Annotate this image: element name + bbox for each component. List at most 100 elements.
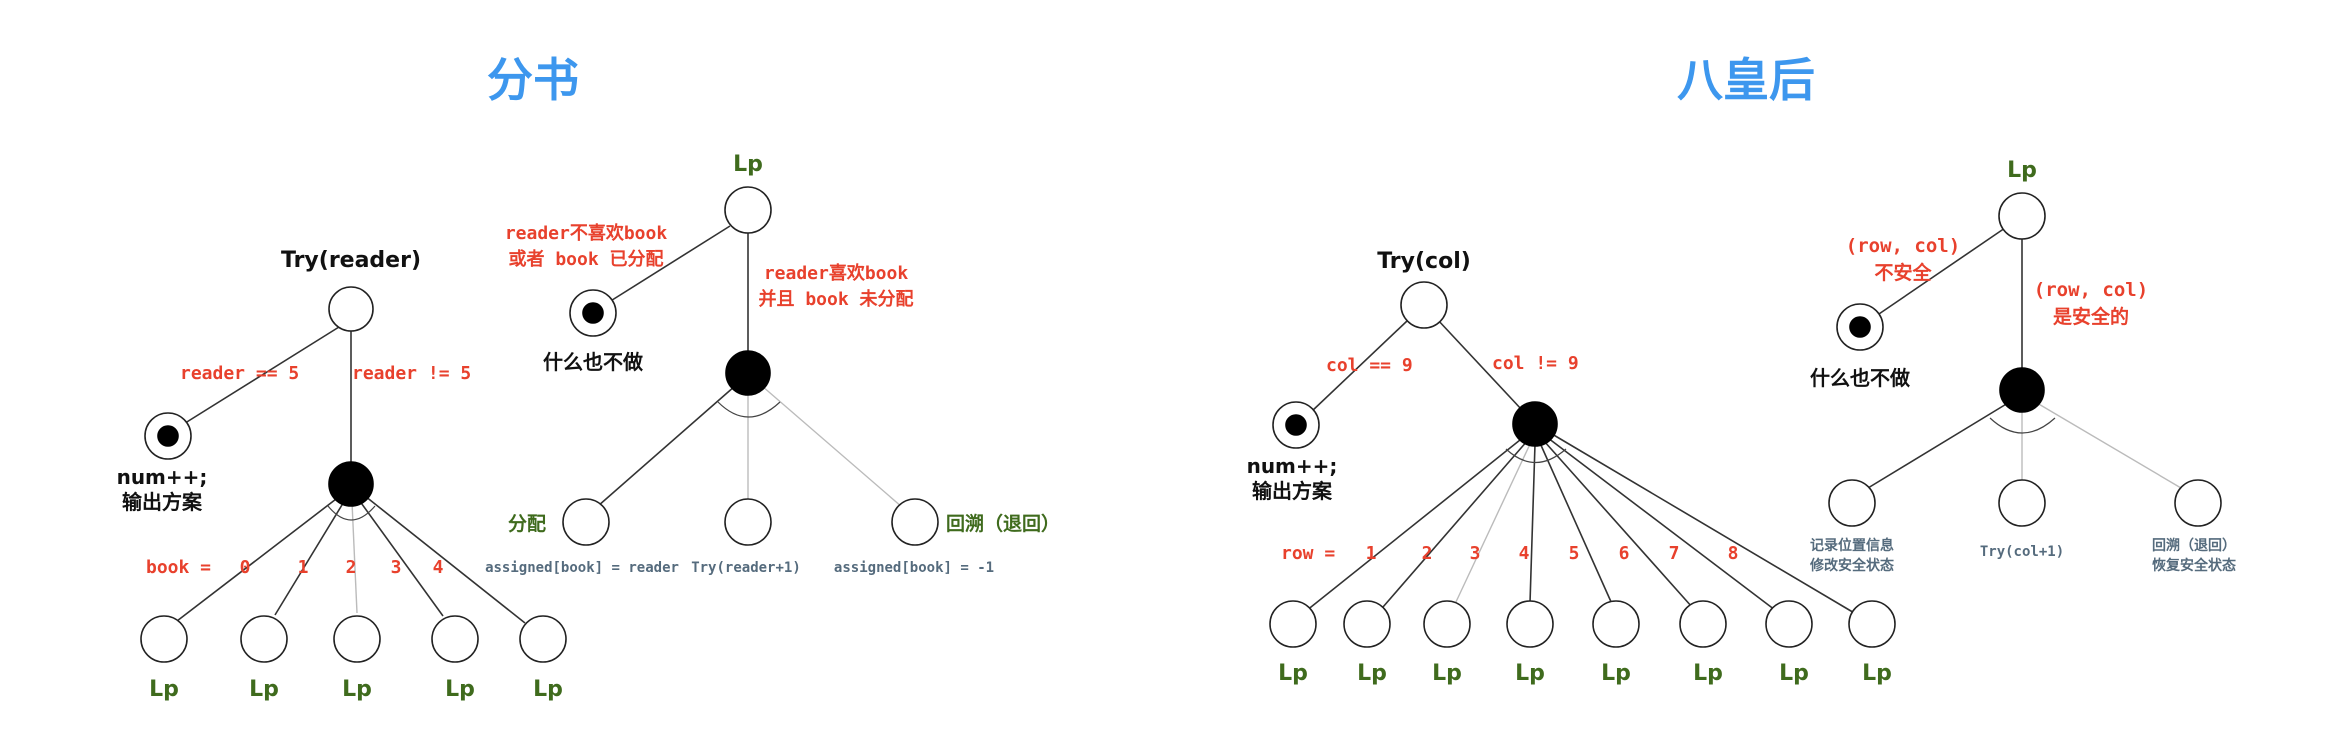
left-t1-leaf-dot [157,425,179,447]
right-t1-choice-node [1512,401,1558,447]
left-t2-edge-backtrack [761,385,903,508]
left-t1-child-node-0 [140,615,188,663]
right-t1-row-value-6: 6 [1619,543,1630,564]
right-t2-try-node [1998,479,2046,527]
left-t1-book-value-1: 1 [298,557,309,578]
left-t1-edge-book0 [176,495,341,622]
right-t1-child-label-8: Lp [1862,661,1892,686]
left-t1-edge-book4 [364,495,526,624]
left-t2-backtrack-label: 回溯（退回） [946,512,1060,535]
right-t1-row-value-8: 8 [1728,543,1739,564]
right-t1-child-label-2: Lp [1357,661,1387,686]
left-t1-child-node-4 [519,615,567,663]
left-t1-cond-left: reader == 5 [180,363,299,384]
right-title: 八皇后 [1677,53,1815,107]
right-t1-child-node-5 [1592,600,1640,648]
right-t2-edge-to-noop [1875,227,2006,317]
left-t2-choice-node [725,350,771,396]
left-t1-book-value-4: 4 [433,557,444,578]
left-t2-backtrack-node [891,498,939,546]
right-t2-restore-line2: 恢复安全状态 [2152,557,2236,574]
left-t2-cond-left-1: reader不喜欢book [505,223,668,244]
left-t1-leaf-text-2: 输出方案 [122,490,203,514]
left-t1-child-node-2 [333,615,381,663]
left-t2-cond-right-2: 并且 book 未分配 [758,288,913,310]
right-t2-root-node [1998,192,2046,240]
right-t1-row-value-4: 4 [1519,543,1530,564]
right-t2-record-node [1828,479,1876,527]
left-t1-book-value-2: 2 [346,557,357,578]
left-t1-cond-right: reader != 5 [352,363,471,384]
left-t2-edge-assign [597,385,736,507]
right-t2-record-line1: 记录位置信息 [1810,537,1894,554]
right-t1-row-value-5: 5 [1569,543,1580,564]
right-t1-edge-row5 [1539,442,1613,605]
left-t2-noop-dot [582,302,604,324]
left-tree2-edges [597,225,903,508]
left-t1-book-value-3: 3 [391,557,402,578]
right-t1-edge-row2 [1382,439,1529,608]
right-t1-leaf-dot [1285,414,1307,436]
right-tree2-edges [1867,227,2182,489]
right-t1-child-node-3 [1423,600,1471,648]
left-t1-leaf-text-1: num++; [117,465,208,489]
right-t2-root-label: Lp [2007,158,2037,183]
left-t1-edge-to-leaf [181,326,340,426]
right-t1-cond-left: col == 9 [1326,355,1413,376]
right-t1-child-node-6 [1679,600,1727,648]
left-t1-child-node-3 [431,615,479,663]
right-t1-edge-to-choice [1436,318,1523,411]
left-t1-edge-book3 [358,499,444,617]
left-t1-child-label-2: Lp [342,677,372,702]
right-t1-row-value-1: 1 [1366,543,1377,564]
left-t1-child-label-4: Lp [533,677,563,702]
right-t1-edge-to-leaf [1310,320,1408,413]
right-t2-cond-left-2: 不安全 [1874,261,1932,284]
right-t1-child-label-6: Lp [1693,661,1723,686]
right-t1-child-node-4 [1506,600,1554,648]
right-t2-record-line2: 修改安全状态 [1809,557,1894,574]
right-t2-cond-right-1: (row, col) [2034,279,2148,301]
right-t2-try-label: Try(col+1) [1980,544,2064,560]
left-t2-code-backtrack: assigned[book] = -1 [834,560,994,576]
right-t2-restore-line1: 回溯（退回） [2152,537,2236,554]
left-t1-choice-arc [327,505,376,521]
right-t1-child-node-2 [1343,600,1391,648]
right-t1-leaf-text-2: 输出方案 [1252,479,1333,503]
left-t1-root-label: Try(reader) [281,248,421,273]
right-t1-child-node-7 [1765,600,1813,648]
left-t1-book-prefix: book = [146,557,211,578]
right-t1-edge-row3 [1454,441,1532,605]
left-t2-assign-node [562,498,610,546]
right-t1-child-node-1 [1269,600,1317,648]
right-t2-choice-node [1999,367,2045,413]
right-t2-edge-restore [2036,402,2182,489]
right-t2-restore-node [2174,479,2222,527]
right-t1-edge-row7 [1547,437,1776,611]
right-t1-root-node [1400,281,1448,329]
left-t1-choice-node [328,461,374,507]
right-t1-row-value-3: 3 [1470,543,1481,564]
right-t1-row-value-2: 2 [1422,543,1433,564]
left-t2-edge-to-noop [608,225,731,303]
left-title: 分书 [487,53,579,107]
right-t2-noop-label: 什么也不做 [1810,366,1911,390]
right-t1-child-label-3: Lp [1432,661,1462,686]
left-t2-try-node [724,498,772,546]
right-t1-edge-row8 [1551,433,1857,615]
left-t2-noop-label: 什么也不做 [543,350,644,374]
left-t1-edge-book1 [274,499,346,616]
left-t2-root-label: Lp [733,152,763,177]
right-t1-child-label-1: Lp [1278,661,1308,686]
right-t2-cond-left-1: (row, col) [1846,235,1960,257]
right-t1-row-value-7: 7 [1669,543,1680,564]
right-t1-edge-row1 [1305,435,1526,612]
right-t1-row-prefix: row = [1281,543,1335,564]
left-t2-code-try: Try(reader+1) [691,560,801,576]
right-t2-edge-record [1867,402,2009,489]
left-t2-assign-label: 分配 [508,513,546,535]
right-t1-child-label-4: Lp [1515,661,1545,686]
left-t1-child-node-1 [240,615,288,663]
right-tree1-edges [1305,318,1857,615]
